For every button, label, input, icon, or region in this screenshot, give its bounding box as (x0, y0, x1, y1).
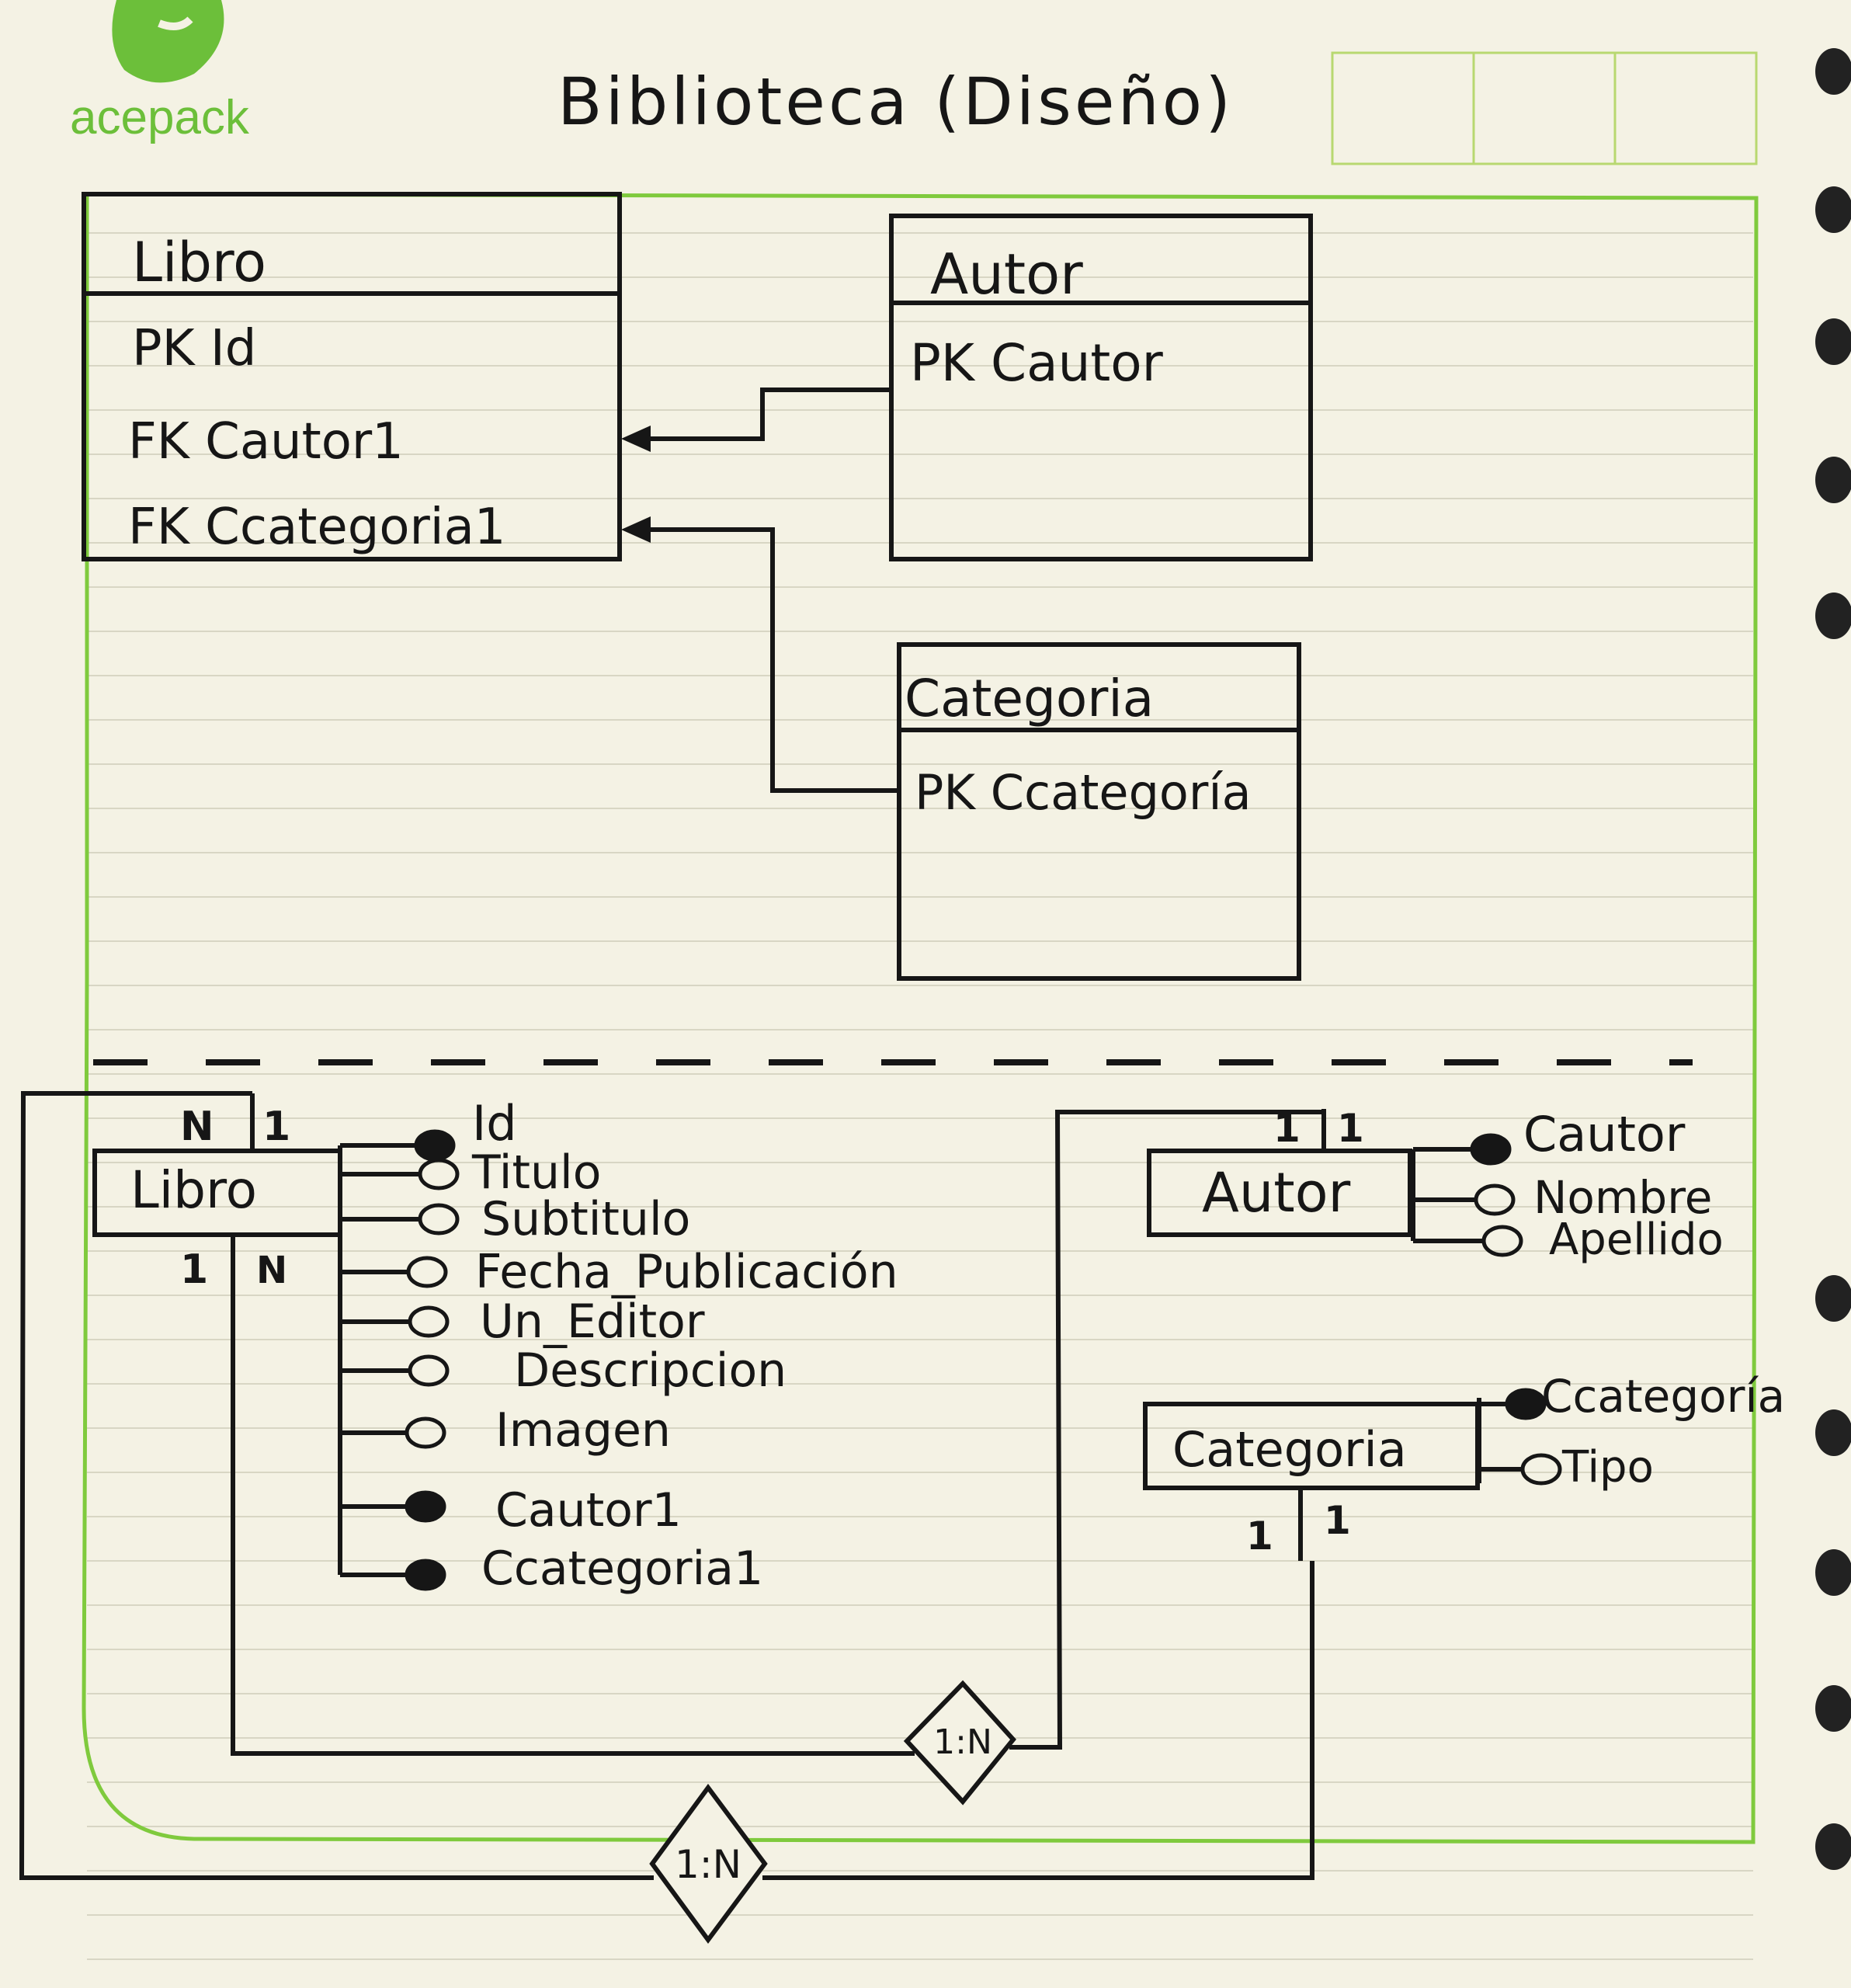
attribute-icon (405, 1416, 446, 1449)
attribute-label: Un_Editor (480, 1295, 705, 1349)
cardinality-label: 1 (262, 1103, 290, 1150)
attribute-label: Imagen (495, 1403, 671, 1458)
attribute-icon (418, 1158, 460, 1190)
table-libro-field: PK Id (132, 320, 256, 377)
table-categoria-field: PK Ccategoría (915, 764, 1252, 821)
table-categoria (897, 642, 1301, 981)
table-libro-field: FK Ccategoria1 (128, 499, 506, 556)
table-categoria-name: Categoria (905, 669, 1154, 728)
page-border (82, 192, 1759, 1844)
foreign-key-attribute-icon (405, 1490, 446, 1523)
relationship-label: 1:N (933, 1722, 992, 1762)
brand-name: acepack (70, 91, 250, 144)
arrowhead-icon (621, 516, 651, 543)
attribute-icon (408, 1354, 450, 1387)
relationship-diamond-autor (903, 1680, 1016, 1806)
attribute-label: Apellido (1549, 1215, 1724, 1265)
key-attribute-icon (1505, 1388, 1547, 1420)
cardinality-label: 1 (1324, 1498, 1351, 1543)
attribute-label: Descripcion (514, 1343, 787, 1398)
leaf-logo-icon (112, 0, 224, 83)
cardinality-label: 1 (1337, 1106, 1364, 1151)
attribute-icon (408, 1305, 450, 1338)
rel-line-categoria (762, 1561, 1314, 1880)
attribute-label: Id (472, 1095, 517, 1152)
table-libro-field: FK Cautor1 (128, 413, 404, 471)
key-attribute-icon (414, 1129, 456, 1162)
attribute-label: Cautor (1523, 1106, 1686, 1163)
attribute-icon (418, 1203, 460, 1236)
table-autor-name: Autor (930, 242, 1083, 307)
attribute-icon (1520, 1453, 1562, 1486)
relationship-diamond-categoria (649, 1783, 768, 1945)
foreign-key-attribute-icon (405, 1559, 446, 1591)
attribute-icon (1474, 1183, 1516, 1216)
cardinality-label: 1 (180, 1246, 208, 1293)
entity-categoria-name: Categoria (1172, 1421, 1407, 1478)
table-libro-name: Libro (132, 231, 266, 294)
header-boxes (1331, 51, 1758, 165)
fk-arrow-categoria (633, 527, 899, 793)
key-attribute-icon (1470, 1133, 1512, 1166)
attribute-label: Tipo (1561, 1442, 1654, 1493)
attribute-icon (1481, 1225, 1523, 1257)
entity-autor (1147, 1149, 1412, 1237)
cardinality-label: N (256, 1249, 287, 1292)
entity-libro-name: Libro (130, 1160, 257, 1220)
entity-autor-name: Autor (1202, 1161, 1351, 1225)
spiral-binding (1815, 48, 1851, 1870)
attribute-label: Ccategoría (1541, 1370, 1785, 1423)
rel-line-autor (231, 1235, 915, 1756)
cardinality-label: N (180, 1103, 214, 1150)
fk-arrow-autor (633, 388, 891, 441)
table-libro (82, 192, 622, 561)
ruled-lines (87, 232, 1753, 1960)
libro-attributes: IdTituloSubtituloFecha_PublicaciónUn_Edi… (340, 1095, 898, 1596)
relationship-label: 1:N (675, 1842, 741, 1887)
attribute-label: Titulo (471, 1145, 601, 1200)
attribute-label: Subtitulo (481, 1192, 690, 1246)
rel-line-autor (1009, 1110, 1324, 1750)
page-title: Biblioteca (Diseño) (557, 64, 1234, 140)
attribute-label: Ccategoria1 (481, 1541, 763, 1596)
arrowhead-icon (621, 426, 651, 452)
attribute-label: Cautor1 (495, 1483, 682, 1538)
brand-logo: acepack (70, 0, 250, 144)
attribute-label: Nombre (1533, 1171, 1712, 1224)
attribute-icon (406, 1256, 448, 1288)
cardinality-label: 1 (1246, 1514, 1273, 1559)
table-autor-field: PK Cautor (910, 333, 1164, 393)
rel-line-categoria (19, 1091, 654, 1880)
attribute-label: Fecha_Publicación (475, 1245, 898, 1299)
